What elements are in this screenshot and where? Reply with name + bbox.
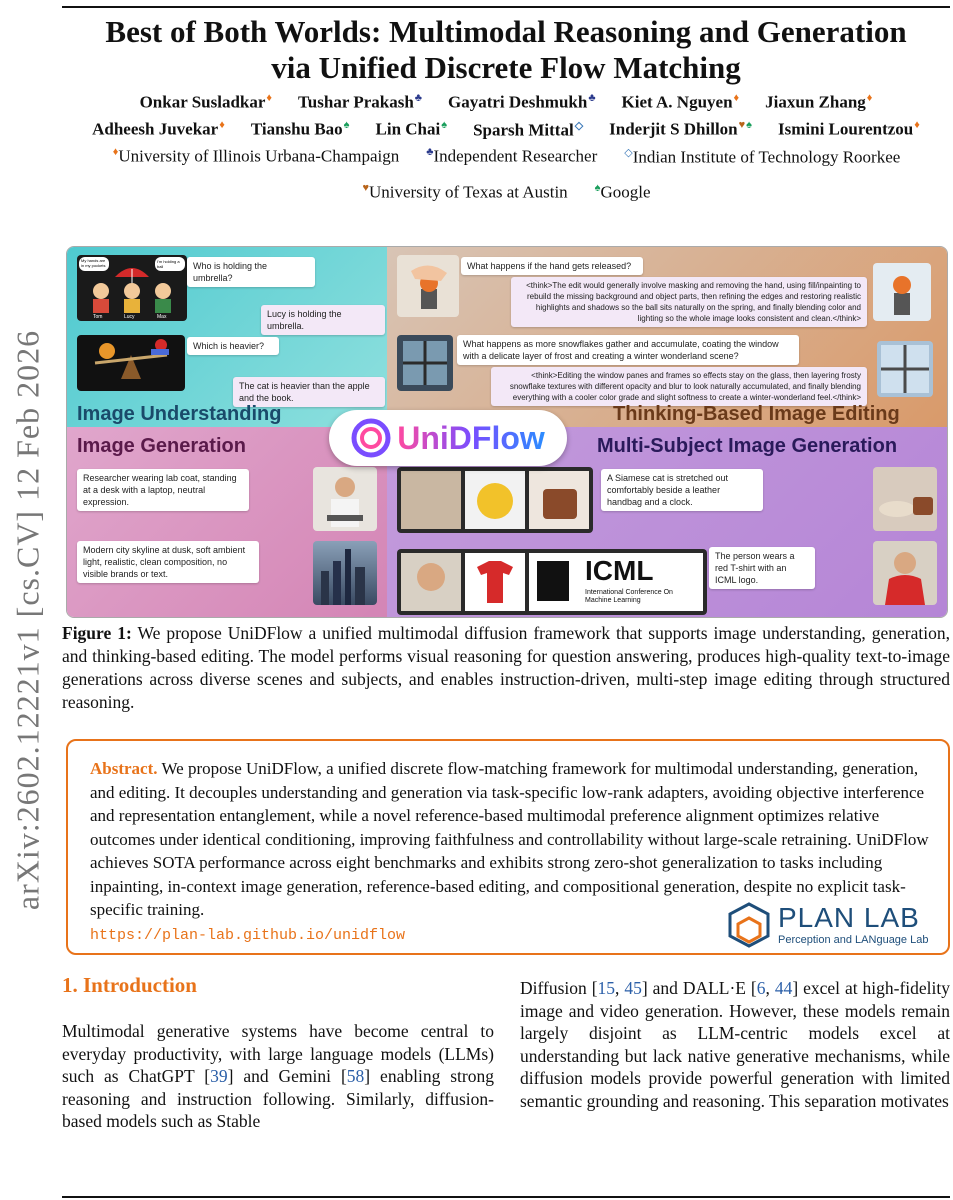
person-shirt-logo-strip: ICML International Conference On Machine… [397,549,707,615]
quadrant-label: Image Generation [77,435,246,457]
intro-column-left: Multimodal generative systems have becom… [62,1021,494,1131]
caption-label: Figure 1: [62,623,132,643]
quadrant-label: Thinking-Based Image Editing [613,403,900,425]
title-line-2: via Unified Discrete Flow Matching [271,50,741,85]
unidflow-swirl-icon [351,418,391,458]
author: Lin Chai♠ [375,119,448,139]
character-name: Lucy [124,314,135,320]
hand-spring-image [397,255,459,317]
author-block: Onkar Susladkar♦ Tushar Prakash♣ Gayatri… [62,92,950,218]
researcher-image [313,467,377,531]
affiliation: ◇Indian Institute of Technology Roorkee [624,147,901,167]
authors-row-1: Onkar Susladkar♦ Tushar Prakash♣ Gayatri… [62,92,950,116]
quadrant-label: Image Understanding [77,403,282,425]
affiliations-row-1: ♦University of Illinois Urbana-Champaign… [62,146,950,182]
citation-link[interactable]: 39 [210,1066,228,1086]
prompt-bubble: The person wears a red T-shirt with an I… [709,547,815,589]
question-bubble: What happens if the hand gets released? [461,257,643,275]
unidflow-logo: UniDFlow [329,410,567,466]
abstract-body: Abstract. We propose UniDFlow, a unified… [90,757,932,947]
project-link[interactable]: https://plan-lab.github.io/unidflow [90,926,406,944]
top-rule [62,6,950,8]
affiliation: ♦University of Illinois Urbana-Champaign [112,146,400,166]
prompt-bubble: Modern city skyline at dusk, soft ambien… [77,541,259,583]
plan-lab-logo: PLAN LAB Perception and LANguage Lab [724,900,950,952]
affiliation: ♣Independent Researcher [426,146,598,166]
person-red-shirt-result-image [873,541,937,605]
quadrant-image-understanding: My hands are in my pockets I'm holding a… [67,247,387,427]
window-image [397,335,453,391]
author: Tushar Prakash♣ [298,92,422,112]
reasoning-bubble: <think>Editing the window panes and fram… [491,367,867,406]
quadrant-image-generation: Image Generation Researcher wearing lab … [67,427,387,617]
answer-bubble: Lucy is holding the umbrella. [261,305,385,335]
spring-ball-result-image [873,263,931,321]
arxiv-id: arXiv:2602.12221v1 [cs.CV] 12 Feb 2026 [9,329,46,911]
speech-bubble-text: I'm holding a ball [157,259,180,269]
figure-caption: Figure 1: We propose UniDFlow a unified … [62,622,950,714]
unidflow-wordmark: UniDFlow [397,419,545,456]
plan-lab-cube-icon [728,902,770,948]
cartoon-kids-illustration [79,257,185,313]
cartoon-kids-image: My hands are in my pockets I'm holding a… [77,255,187,321]
teaser-figure: My hands are in my pockets I'm holding a… [66,246,948,618]
citation-link[interactable]: 45 [624,978,642,998]
bottom-rule [62,1196,950,1198]
question-bubble: Who is holding the umbrella? [187,257,315,287]
caption-text: We propose UniDFlow a unified multimodal… [62,623,950,712]
plan-lab-name: PLAN LAB [778,902,920,933]
quadrant-label: Multi-Subject Image Generation [597,435,898,457]
author: Onkar Susladkar♦ [139,92,273,112]
affiliation: ♠Google [594,182,651,202]
affiliations-row-2: ♥University of Texas at Austin ♠Google [62,182,950,218]
abstract-box: Abstract. We propose UniDFlow, a unified… [66,739,950,955]
affiliation: ♥University of Texas at Austin [362,182,568,202]
citation-link[interactable]: 6 [756,978,766,998]
section-title: 1. Introduction [62,973,197,997]
prompt-bubble: A Siamese cat is stretched out comfortab… [601,469,763,511]
author: Inderjit S Dhillon♥♠ [609,119,753,139]
abstract-label: Abstract. [90,759,158,778]
question-bubble: Which is heavier? [187,337,279,355]
speech-bubble-text: My hands are in my pockets [81,258,106,268]
cat-handbag-result-image [873,467,937,531]
reasoning-bubble: <think>The edit would generally involve … [511,277,867,327]
question-bubble: What happens as more snowflakes gather a… [457,335,799,365]
author: Gayatri Deshmukh♣ [448,92,596,112]
authors-row-2: Adheesh Juvekar♦ Tianshu Bao♠ Lin Chai♠ … [62,119,950,143]
intro-column-right: Diffusion [15, 45] and DALL·E [6, 44] ex… [520,978,950,1111]
citation-link[interactable]: 15 [597,978,616,998]
author: Adheesh Juvekar♦ [92,119,225,139]
prompt-bubble: Researcher wearing lab coat, standing at… [77,469,249,511]
title-line-1: Best of Both Worlds: Multimodal Reasonin… [105,14,907,49]
subject-reference-strip [397,467,593,533]
author: Ismini Lourentzou♦ [778,119,920,139]
citation-link[interactable]: 58 [346,1066,365,1086]
character-name: Max [157,314,167,320]
city-skyline-image [313,541,377,605]
abstract-text: We propose UniDFlow, a unified discrete … [90,759,929,919]
author: Jiaxun Zhang♦ [765,92,873,112]
frosted-window-image [877,341,933,397]
quadrant-thinking-editing: What happens if the hand gets released? … [387,247,947,427]
arxiv-stamp: arXiv:2602.12221v1 [cs.CV] 12 Feb 2026 [8,300,48,940]
plan-lab-subtitle: Perception and LANguage Lab [778,934,929,946]
author: Sparsh Mittal◇ [473,120,584,140]
icml-logo-subtext: International Conference On Machine Lear… [585,589,673,604]
icml-logo-text: ICML [585,555,654,586]
character-name: Tom [93,314,103,320]
author: Kiet A. Nguyen♦ [621,92,740,112]
balance-scale-image [77,335,185,391]
quadrant-multi-subject: Multi-Subject Image Generation A Siamese… [387,427,947,617]
paper-title: Best of Both Worlds: Multimodal Reasonin… [62,14,950,86]
citation-link[interactable]: 44 [774,978,793,998]
answer-bubble: The cat is heavier than the apple and th… [233,377,385,407]
author: Tianshu Bao♠ [250,119,350,139]
